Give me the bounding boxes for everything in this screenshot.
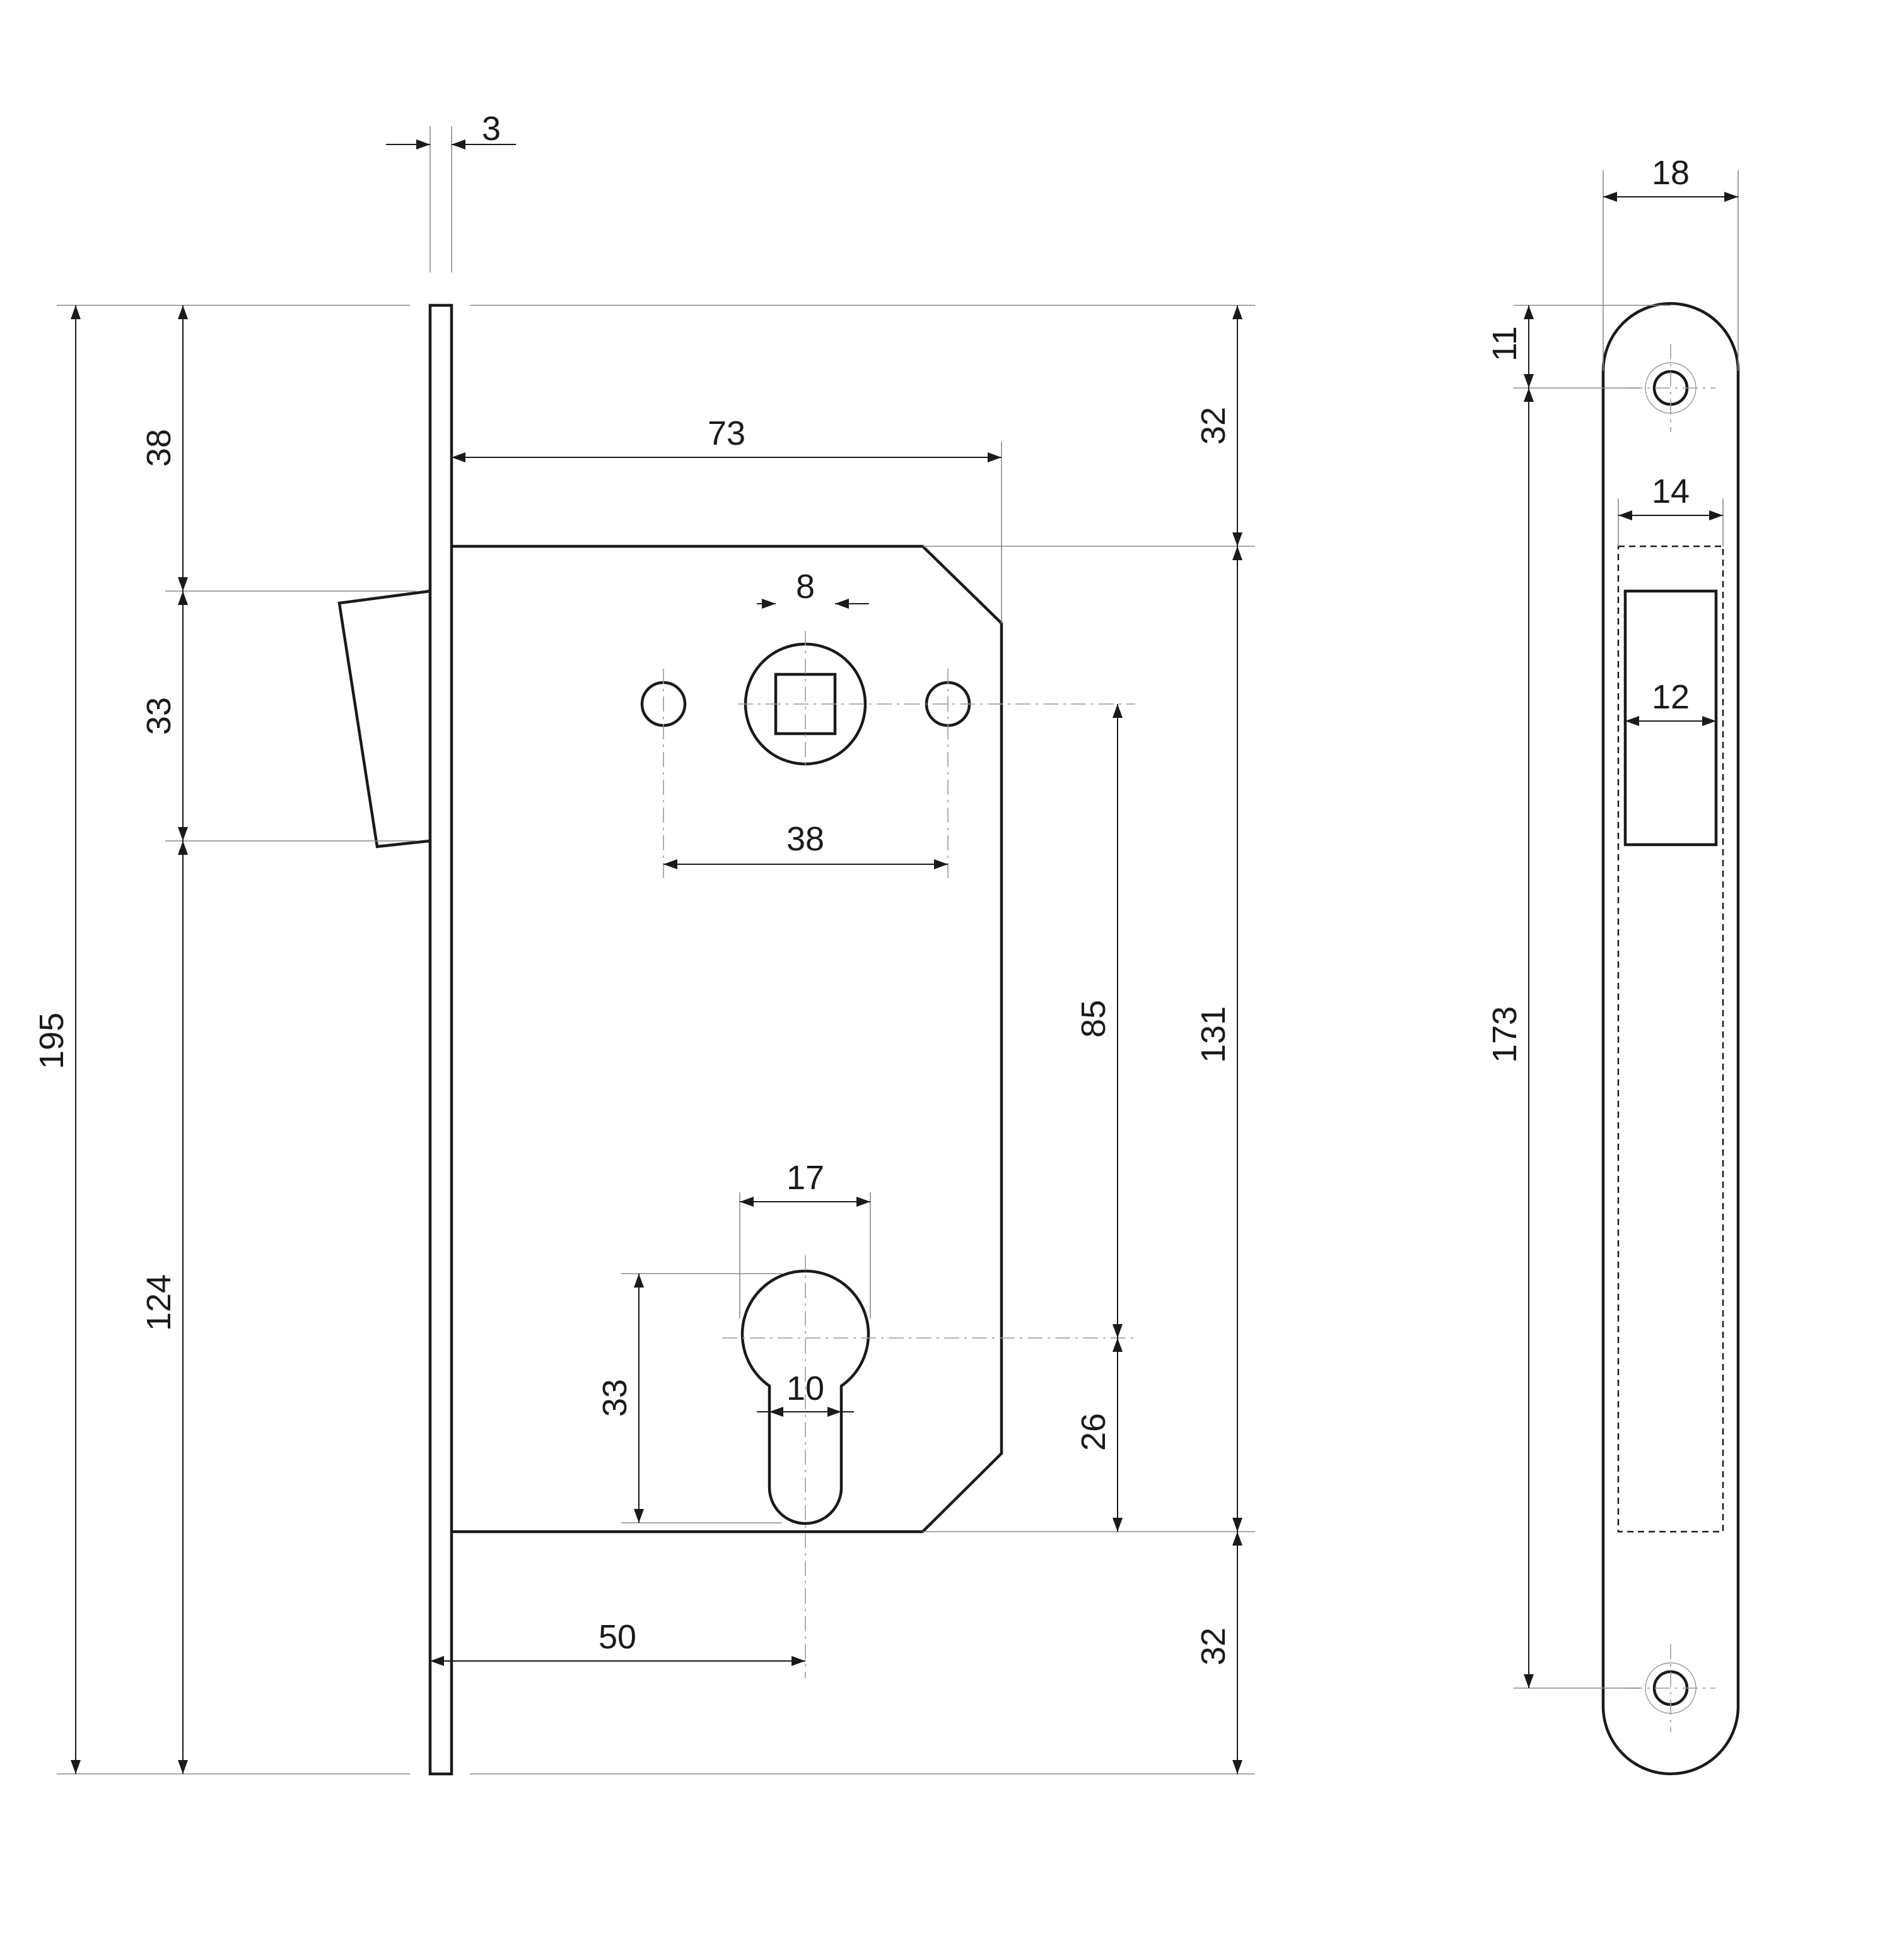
dim-cylinder-slot-width: 10 — [786, 1370, 824, 1407]
dimension-arrowhead — [1232, 1760, 1242, 1774]
dim-strike-top-to-screw: 11 — [1486, 326, 1524, 361]
dimension-arrowhead — [71, 1760, 81, 1774]
lock-case — [452, 544, 1003, 1534]
dimension-arrowhead — [663, 859, 677, 869]
dimension-arrowhead — [1232, 305, 1242, 319]
dimension-arrowhead — [452, 139, 465, 150]
dim-strike-latch-width: 12 — [1652, 678, 1690, 716]
dim-case-height: 131 — [1194, 1006, 1232, 1063]
latch-bolt — [337, 589, 431, 848]
dimension-arrowhead — [178, 305, 188, 319]
dimension-lines — [75, 144, 1238, 1774]
dimension-arrowhead — [416, 139, 430, 150]
strike-hidden-opening — [1617, 545, 1724, 1533]
dimension-arrowhead — [178, 1760, 188, 1774]
dimension-arrowhead — [835, 599, 849, 609]
dimension-arrowhead — [1603, 192, 1617, 202]
dimension-arrowhead — [1113, 1518, 1123, 1532]
dimension-arrowhead — [1724, 192, 1738, 202]
dimension-arrowhead — [178, 591, 188, 605]
dimension-labels: 3 195 38 33 124 73 32 131 32 8 38 85 26 … — [33, 110, 1690, 1665]
dim-strike-width: 18 — [1652, 154, 1690, 192]
dim-backset: 50 — [599, 1618, 636, 1656]
dim-screw-hole-spacing: 38 — [786, 820, 824, 858]
dimension-arrowhead — [1232, 532, 1242, 546]
dim-cylinder-width: 17 — [786, 1159, 824, 1197]
extension-lines — [57, 126, 1255, 1775]
dimension-arrowhead — [1524, 305, 1534, 319]
dimension-arrowhead — [71, 305, 81, 319]
dimension-arrowhead — [769, 1407, 783, 1417]
dimension-arrowhead — [178, 841, 188, 855]
strike-plate — [1601, 302, 1740, 1776]
dim-strike-screw-spacing: 173 — [1486, 1006, 1524, 1063]
dimension-arrowhead — [1618, 510, 1632, 520]
faceplate — [428, 303, 453, 1776]
dimension-arrowhead — [1232, 546, 1242, 560]
dimension-arrowhead — [452, 452, 465, 462]
dimension-arrowhead — [634, 1509, 644, 1523]
dimension-arrowhead — [791, 1656, 805, 1666]
cylinder-cutout — [740, 1269, 870, 1525]
dimension-arrowhead — [1524, 374, 1534, 388]
strike-plate-outline — [1601, 302, 1740, 1776]
dimension-arrowhead — [1113, 704, 1123, 718]
dimension-arrowhead — [1625, 716, 1639, 726]
dimension-arrowhead — [740, 1197, 754, 1207]
dim-backset-depth: 73 — [708, 414, 745, 452]
dim-faceplate-thickness: 3 — [482, 110, 501, 148]
dimension-arrowhead — [1702, 716, 1716, 726]
dim-top-to-latch: 38 — [140, 429, 178, 467]
dimension-arrowhead — [827, 1407, 841, 1417]
dimension-arrowhead — [762, 599, 776, 609]
dimension-arrowhead — [1232, 1532, 1242, 1546]
dimension-arrowhead — [1524, 388, 1534, 402]
center-lines — [663, 631, 1135, 1678]
dimension-arrowhead — [934, 859, 948, 869]
dim-cylinder-to-case-bottom: 26 — [1075, 1413, 1113, 1451]
dimension-arrowhead — [1232, 1518, 1242, 1532]
strike-latch-window — [1623, 589, 1718, 847]
lock-body — [337, 303, 1003, 1776]
dimension-arrowhead — [1709, 510, 1723, 520]
dimension-arrowhead — [178, 827, 188, 841]
arrowheads — [71, 139, 1738, 1774]
dim-latch-to-bottom: 124 — [140, 1274, 178, 1331]
dimension-arrowhead — [988, 452, 1002, 462]
dimension-arrowhead — [430, 1656, 444, 1666]
dimension-arrowhead — [634, 1274, 644, 1288]
strike-center-lines — [1627, 344, 1715, 1732]
strike-extension-lines — [1514, 170, 1739, 1689]
dim-cylinder-height: 33 — [596, 1379, 634, 1417]
dim-strike-opening-width: 14 — [1652, 472, 1690, 510]
dim-handle-to-cylinder: 85 — [1075, 1000, 1113, 1038]
dimension-arrowhead — [856, 1197, 870, 1207]
dim-spindle-square: 8 — [796, 568, 815, 606]
dimension-arrowhead — [178, 577, 188, 591]
dimension-arrowhead — [1524, 1674, 1534, 1688]
dimension-arrowhead — [1113, 1324, 1123, 1338]
dim-top-offset-right: 32 — [1194, 407, 1232, 445]
dim-bottom-offset-right: 32 — [1194, 1628, 1232, 1665]
dim-overall-height: 195 — [33, 1012, 71, 1069]
strike-dimension-lines — [1528, 196, 1738, 1688]
dim-latch-height: 33 — [140, 697, 178, 735]
dimension-arrowhead — [1113, 1338, 1123, 1352]
